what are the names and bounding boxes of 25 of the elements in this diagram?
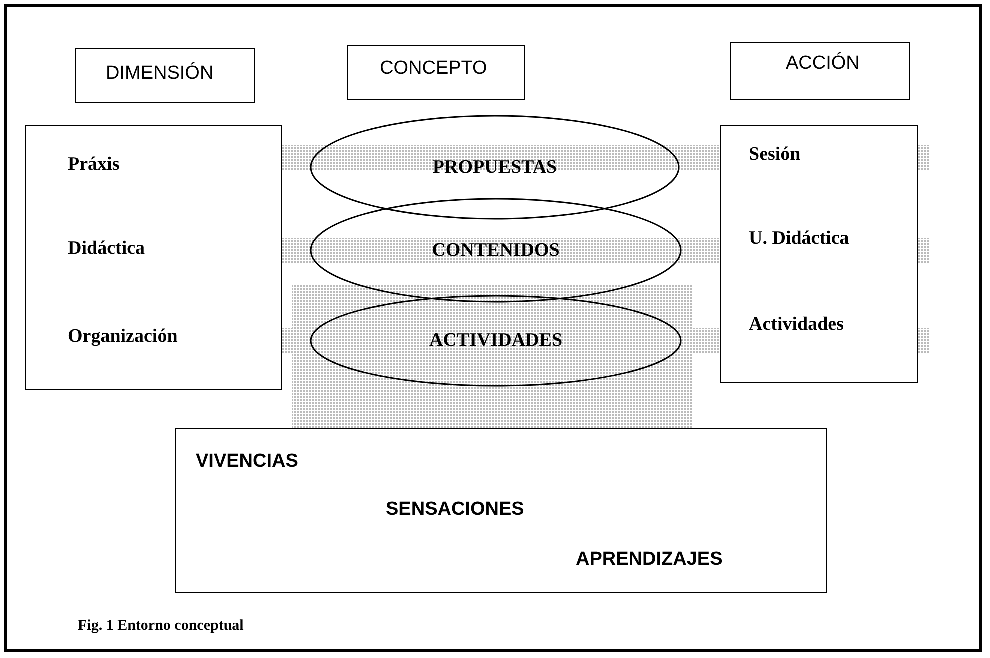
header-box <box>730 42 910 100</box>
dimension-panel <box>25 125 282 390</box>
figure-caption: Fig. 1 Entorno conceptual <box>78 618 244 635</box>
list-item: U. Didáctica <box>749 228 850 250</box>
concept-text: PROPUESTAS <box>432 156 558 178</box>
header-text: DIMENSIÓN <box>106 63 214 85</box>
concept-ellipse <box>310 295 682 387</box>
concept-text: ACTIVIDADES <box>429 330 563 352</box>
header-box <box>75 48 255 103</box>
header-text: ACCIÓN <box>786 53 860 75</box>
action-panel <box>720 125 918 383</box>
header-box <box>347 45 525 100</box>
header-text: CONCEPTO <box>380 58 488 80</box>
experience-panel <box>175 428 827 593</box>
concept-text: CONTENIDOS <box>432 240 560 262</box>
experience-text: VIVENCIAS <box>196 451 298 473</box>
experience-text: APRENDIZAJES <box>576 549 723 571</box>
experience-text: SENSACIONES <box>386 499 524 521</box>
list-item: Organización <box>68 326 178 348</box>
list-item: Sesión <box>749 144 801 166</box>
list-item: Didáctica <box>68 238 146 260</box>
concept-ellipse <box>310 198 682 303</box>
list-item: Práxis <box>68 154 120 176</box>
concept-ellipse <box>310 115 680 220</box>
list-item: Actividades <box>749 314 844 336</box>
